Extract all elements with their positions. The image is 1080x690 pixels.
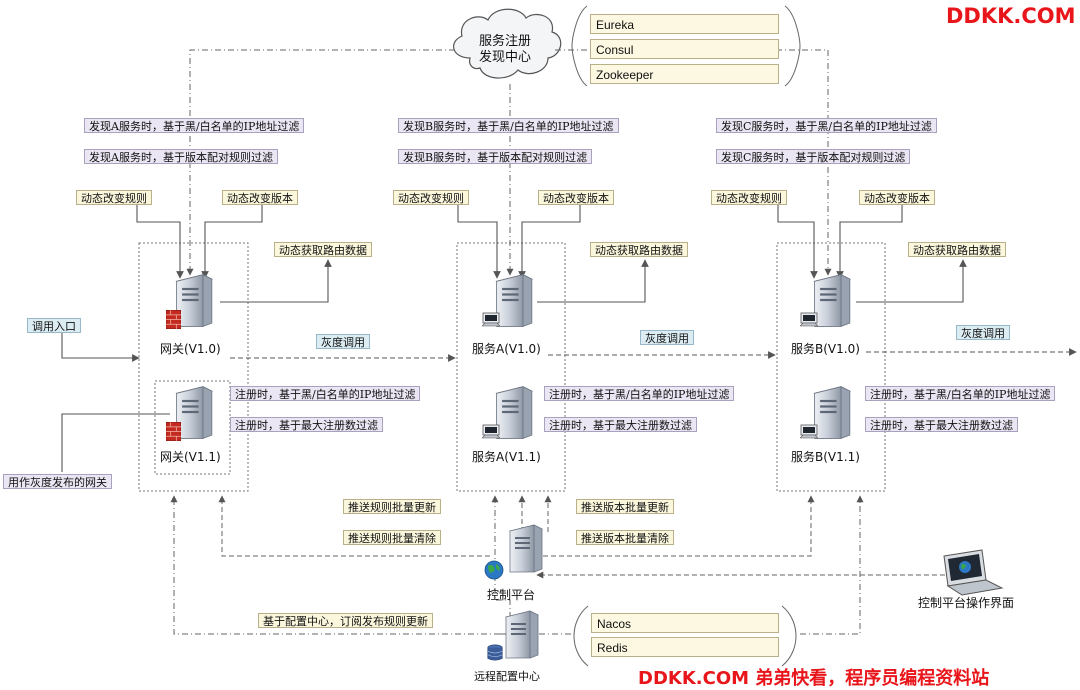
service-b-v10-label: 服务B(V1.0) [791,342,860,356]
registry-cloud [453,8,562,79]
push-version-clear: 推送版本批量清除 [576,530,674,545]
service-b-v11-icon [800,386,851,439]
gateway-discover-version: 发现A服务时，基于版本配对规则过滤 [84,149,278,164]
gateway-dyn-route: 动态获取路由数据 [274,242,372,257]
service-b-gray-call: 灰度调用 [956,325,1010,340]
gateway-dyn-version: 动态改变版本 [222,190,298,205]
service-a-dyn-rule: 动态改变规则 [393,190,469,205]
service-a-v11-label: 服务A(V1.1) [472,450,541,464]
service-b-v11-label: 服务B(V1.1) [791,450,860,464]
gateway-dyn-rule: 动态改变规则 [76,190,152,205]
laptop-icon [943,549,1004,596]
service-b-reg-max: 注册时，基于最大注册数过滤 [865,417,1018,432]
gateway-v11-label: 网关(V1.1) [160,450,221,464]
service-b-v10-icon [800,274,851,327]
registry-item-zookeeper: Zookeeper [590,64,779,84]
push-rule-update: 推送规则批量更新 [343,499,441,514]
gateway-group [138,242,249,492]
service-a-dyn-route: 动态获取路由数据 [590,242,688,257]
registry-cloud-line1: 服务注册 [479,34,532,49]
config-center-label: 远程配置中心 [474,670,540,683]
config-item-redis: Redis [591,637,779,657]
service-b-reg-blacklist: 注册时，基于黑/白名单的IP地址过滤 [865,386,1056,401]
service-b-dyn-route: 动态获取路由数据 [908,242,1006,257]
console-label: 控制平台操作界面 [918,596,1015,610]
registry-cloud-line2: 发现中心 [479,50,532,65]
control-platform-label: 控制平台 [487,588,536,602]
config-subscribe: 基于配置中心，订阅发布规则更新 [258,613,433,628]
watermark-bottom: DDKK.COM 弟弟快看，程序员编程资料站 [638,668,990,689]
call-entry: 调用入口 [27,318,81,333]
service-a-reg-max: 注册时，基于最大注册数过滤 [544,417,697,432]
service-a-reg-blacklist: 注册时，基于黑/白名单的IP地址过滤 [544,386,735,401]
service-a-discover-blacklist: 发现B服务时，基于黑/白名单的IP地址过滤 [398,118,619,133]
gateway-v10-icon [166,274,213,329]
registry-item-consul: Consul [590,39,779,59]
watermark-top: DDKK.COM [946,4,1076,28]
gateway-reg-blacklist: 注册时，基于黑/白名单的IP地址过滤 [230,386,421,401]
gray-gateway-note: 用作灰度发布的网关 [3,474,112,489]
service-b-discover-version: 发现C服务时，基于版本配对规则过滤 [716,149,911,164]
gateway-discover-blacklist: 发现A服务时，基于黑/白名单的IP地址过滤 [84,118,305,133]
gateway-reg-max: 注册时，基于最大注册数过滤 [230,417,383,432]
service-a-v10-label: 服务A(V1.0) [472,342,541,356]
config-item-nacos: Nacos [591,613,779,633]
service-a-v11-icon [482,386,533,439]
gateway-v10-label: 网关(V1.0) [160,342,221,356]
service-b-dyn-version: 动态改变版本 [859,190,935,205]
push-version-update: 推送版本批量更新 [576,499,674,514]
service-b-discover-blacklist: 发现C服务时，基于黑/白名单的IP地址过滤 [716,118,937,133]
service-b-dyn-rule: 动态改变规则 [711,190,787,205]
config-center-icon [487,610,539,661]
registry-item-eureka: Eureka [590,14,779,34]
push-rule-clear: 推送规则批量清除 [343,530,441,545]
service-a-v10-icon [482,274,533,327]
control-platform-icon [484,524,543,580]
service-a-group [456,242,566,492]
service-b-group [776,242,886,492]
gateway-v11-icon [166,386,213,441]
gateway-gray-call: 灰度调用 [316,334,370,349]
service-a-gray-call: 灰度调用 [640,330,694,345]
service-a-discover-version: 发现B服务时，基于版本配对规则过滤 [398,149,593,164]
service-a-dyn-version: 动态改变版本 [538,190,614,205]
